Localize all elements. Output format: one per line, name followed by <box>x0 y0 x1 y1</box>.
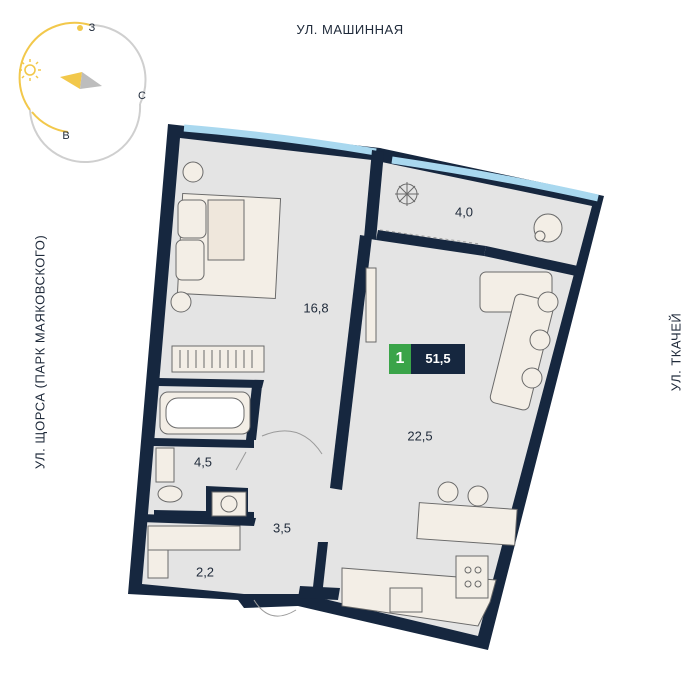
room-area-bedroom: 16,8 <box>303 300 329 316</box>
door-swings <box>235 229 481 617</box>
nightstand-icon <box>170 291 192 313</box>
sofa <box>479 271 559 411</box>
bathroom-fixtures <box>155 391 251 517</box>
total-area-badge: 51,5 <box>411 344 465 374</box>
compass <box>18 21 147 163</box>
room-count-badge: 1 <box>389 344 411 374</box>
window-top-right <box>391 156 599 202</box>
room-area-storage: 2,2 <box>195 564 215 580</box>
compass-arrow-icon <box>60 72 82 89</box>
wardrobe <box>171 345 265 373</box>
compass-letter-west: З <box>88 22 96 34</box>
interior-walls <box>140 150 578 600</box>
room-area-hall: 3,5 <box>272 520 292 536</box>
room-area-living: 22,5 <box>407 428 433 444</box>
sun-icon <box>19 59 41 81</box>
nightstand-icon <box>182 161 204 183</box>
room-area-balcony: 4,0 <box>454 204 474 220</box>
window-top-left <box>183 124 377 156</box>
tv-stand <box>365 267 377 343</box>
bed <box>175 192 282 300</box>
apartment-badge: 1 51,5 <box>389 344 465 374</box>
room-area-bathroom: 4,5 <box>193 454 213 470</box>
storage-shelves <box>147 525 241 579</box>
dining-set <box>416 481 518 546</box>
compass-letter-north: С <box>138 90 146 102</box>
street-label-top: УЛ. МАШИННАЯ <box>296 22 404 37</box>
compass-letter-east: В <box>62 130 70 142</box>
balcony-furniture <box>395 182 563 243</box>
kitchen-counter <box>341 555 497 627</box>
